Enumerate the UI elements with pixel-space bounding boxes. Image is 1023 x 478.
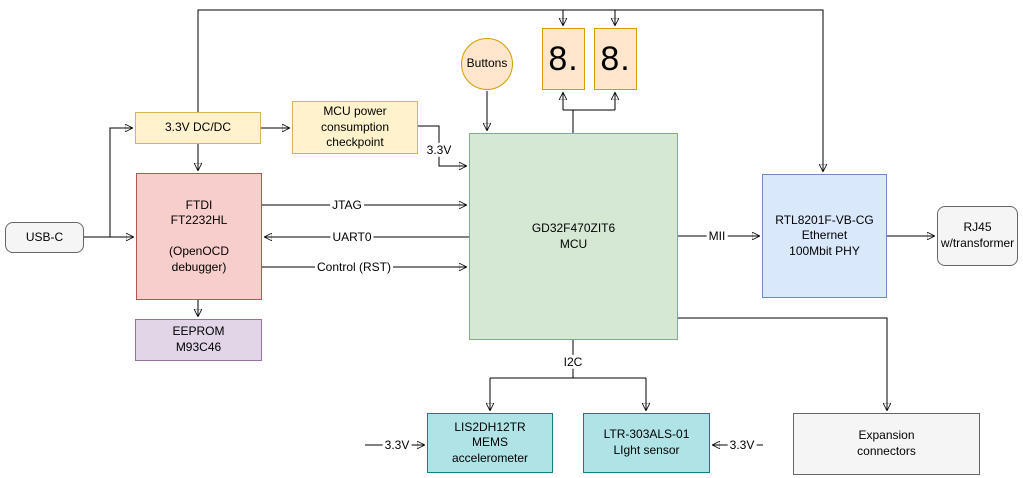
node-power-checkpoint: MCU power consumption checkpoint [292,101,418,154]
wire-label-uart0: UART0 [330,229,374,245]
wire-label-mii: MII [706,228,728,244]
wire-label-i2c: I2C [561,354,585,370]
node-ethernet-phy: RTL8201F-VB-CG Ethernet 100Mbit PHY [762,174,887,298]
edge-usbc-dcdc [109,128,132,237]
node-usb-c: USB-C [5,222,84,253]
node-accelerometer: LIS2DH12TR MEMS accelerometer [427,413,553,473]
edge-mcu-expansion [678,317,887,410]
node-light-sensor: LTR-303ALS-01 LIght sensor [583,413,710,473]
node-eeprom: EEPROM M93C46 [135,319,262,361]
wire-label-jtag: JTAG [330,197,364,213]
node-dcdc-converter: 3.3V DC/DC [135,112,261,144]
node-rj45: RJ45 w/transformer [937,206,1018,266]
seven-segment-display-1: 8. [542,28,585,90]
wire-label-control-rst: Control (RST) [314,259,394,275]
seven-segment-display-2: 8. [594,28,637,90]
wire-label-3v3-light: 3.3V [727,437,757,453]
edge-power-rail [197,9,823,171]
node-buttons: Buttons [461,38,513,90]
wire-label-3v3-accel: 3.3V [382,437,412,453]
node-expansion-connectors: Expansion connectors [793,413,980,475]
node-ftdi-debugger: FTDI FT2232HL (OpenOCD debugger) [136,173,262,300]
wire-label-3v3-mcu: 3.3V [424,142,454,158]
node-mcu: GD32F470ZIT6 MCU [469,133,678,340]
